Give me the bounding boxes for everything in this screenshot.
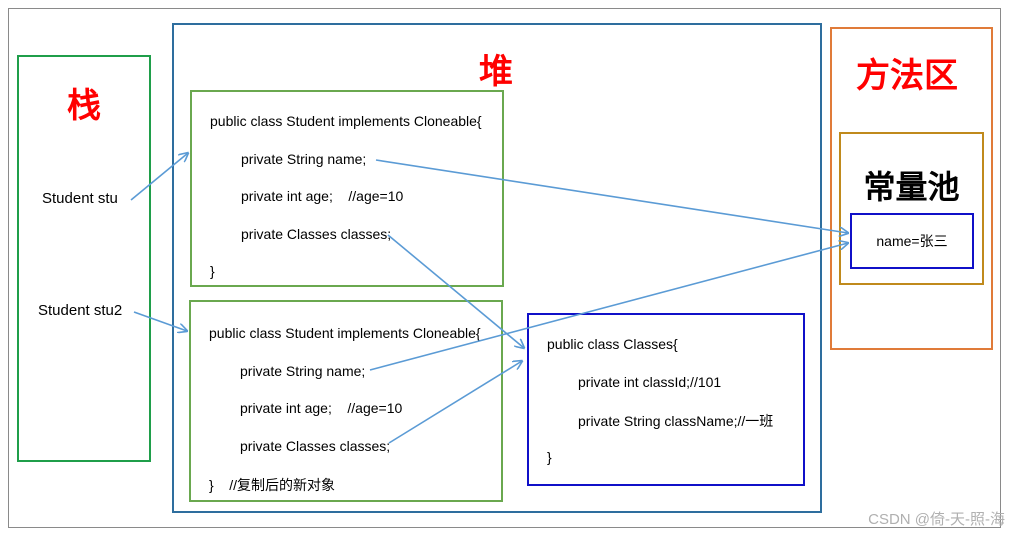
classes-class-decl: public class Classes{ [547,336,678,352]
student-object-original: public class Student implements Cloneabl… [190,90,504,287]
student2-field-age: private int age; //age=10 [240,400,403,416]
student2-class-decl: public class Student implements Cloneabl… [209,325,481,341]
classes-field-classid: private int classId;//101 [578,374,722,390]
heap-title: 堆 [479,52,513,92]
student1-field-name: private String name; [241,151,367,167]
watermark: CSDN @倚-天-照-海 [868,511,1005,528]
constant-pool-title: 常量池 [863,168,960,206]
classes-close-brace: } [547,449,552,465]
method-area-title: 方法区 [856,56,958,96]
student1-close-brace: } [210,263,215,279]
student1-class-decl: public class Student implements Cloneabl… [210,113,482,129]
classes-field-classname: private String className;//一班 [578,413,774,429]
classes-object: public class Classes{ private int classI… [527,313,805,486]
student2-field-name: private String name; [240,363,366,379]
stack-region: 栈 [17,55,151,462]
diagram-frame [8,8,1001,528]
student2-close-brace-comment: } //复制后的新对象 [209,477,336,493]
stack-title: 栈 [67,86,101,126]
name-string-constant: name=张三 [850,213,974,269]
student-object-clone: public class Student implements Cloneabl… [189,300,503,502]
student1-field-classes: private Classes classes; [241,226,392,242]
stack-var-stu: Student stu [42,190,118,207]
stack-var-stu2: Student stu2 [38,302,123,319]
student1-field-age: private int age; //age=10 [241,188,404,204]
student2-field-classes: private Classes classes; [240,438,391,454]
